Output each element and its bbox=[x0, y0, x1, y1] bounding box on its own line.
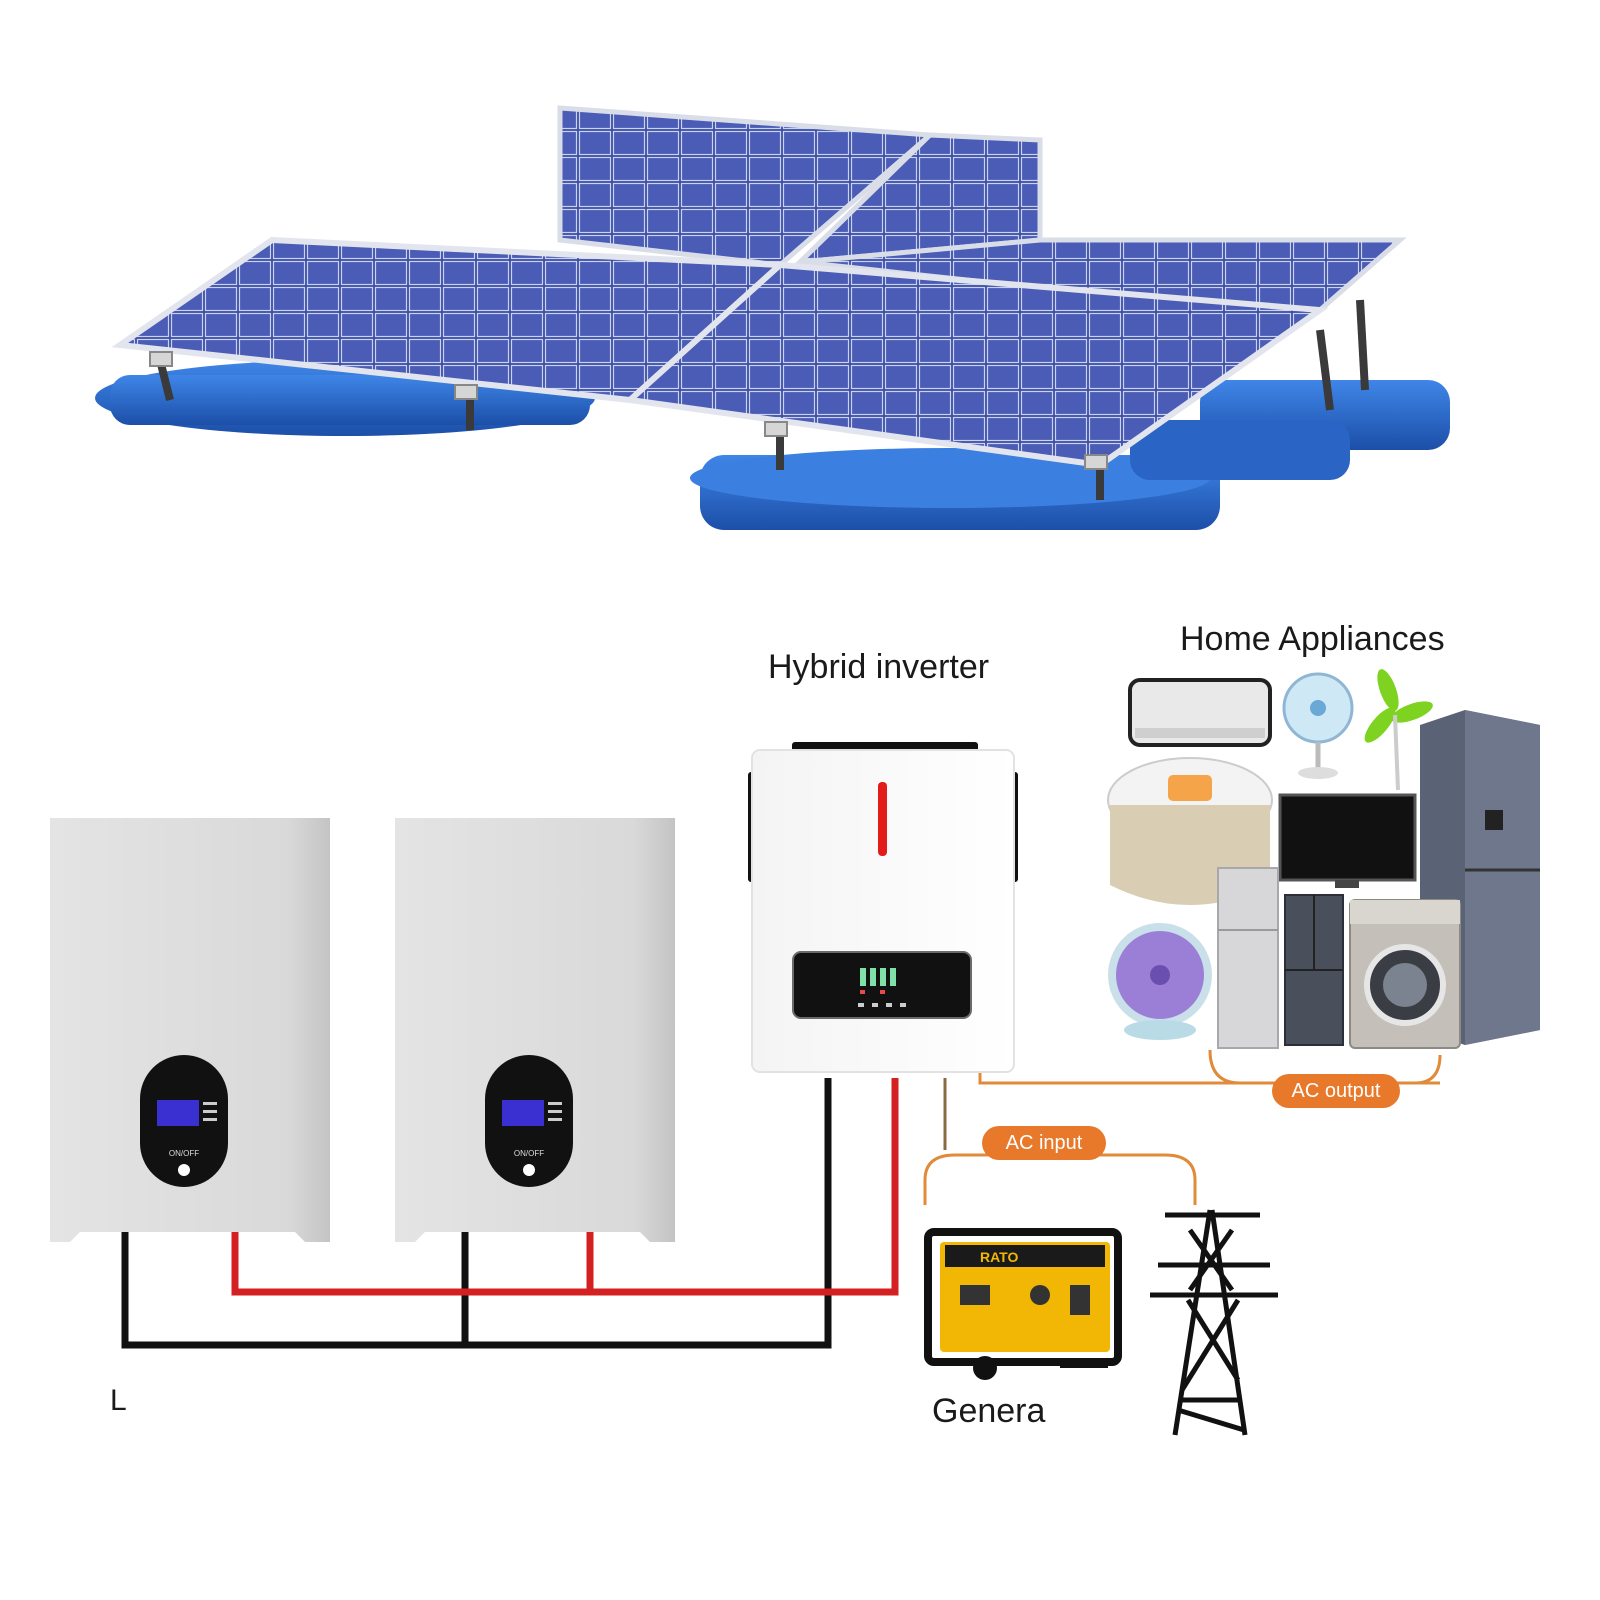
hybrid-inverter-icon bbox=[748, 742, 1018, 1073]
standing-fan-icon bbox=[1364, 669, 1433, 791]
generator-icon: RATO bbox=[924, 1228, 1122, 1380]
battery-button-label: ON/OFF bbox=[514, 1149, 544, 1158]
desk-fan-icon bbox=[1282, 672, 1354, 779]
home-appliances-label: Home Appliances bbox=[1180, 620, 1445, 658]
wall-battery-icon: ON/OFF bbox=[50, 818, 330, 1242]
generator-brand: RATO bbox=[980, 1249, 1018, 1265]
ac-input-badge: AC input bbox=[982, 1126, 1106, 1160]
television-icon bbox=[1278, 793, 1417, 888]
appliances-group bbox=[1107, 669, 1540, 1049]
hybrid-inverter-label: Hybrid inverter bbox=[768, 648, 990, 686]
power-tower-icon bbox=[1150, 1209, 1278, 1436]
generator-label: Genera bbox=[932, 1392, 1046, 1430]
floating-solar-panels-icon bbox=[95, 105, 1450, 530]
purple-fan-icon bbox=[1108, 923, 1212, 1040]
wall-battery-icon: ON/OFF bbox=[395, 818, 675, 1242]
battery-label-fragment: L bbox=[110, 1384, 127, 1417]
ac-output-badge: AC output bbox=[1272, 1074, 1400, 1108]
fridge-small-icon bbox=[1284, 894, 1344, 1046]
air-conditioner-icon bbox=[1128, 678, 1272, 747]
battery-button-label: ON/OFF bbox=[169, 1149, 199, 1158]
dc-wiring bbox=[121, 1078, 899, 1349]
refrigerator-icon bbox=[1217, 867, 1279, 1049]
washing-machine-icon bbox=[1349, 899, 1461, 1049]
